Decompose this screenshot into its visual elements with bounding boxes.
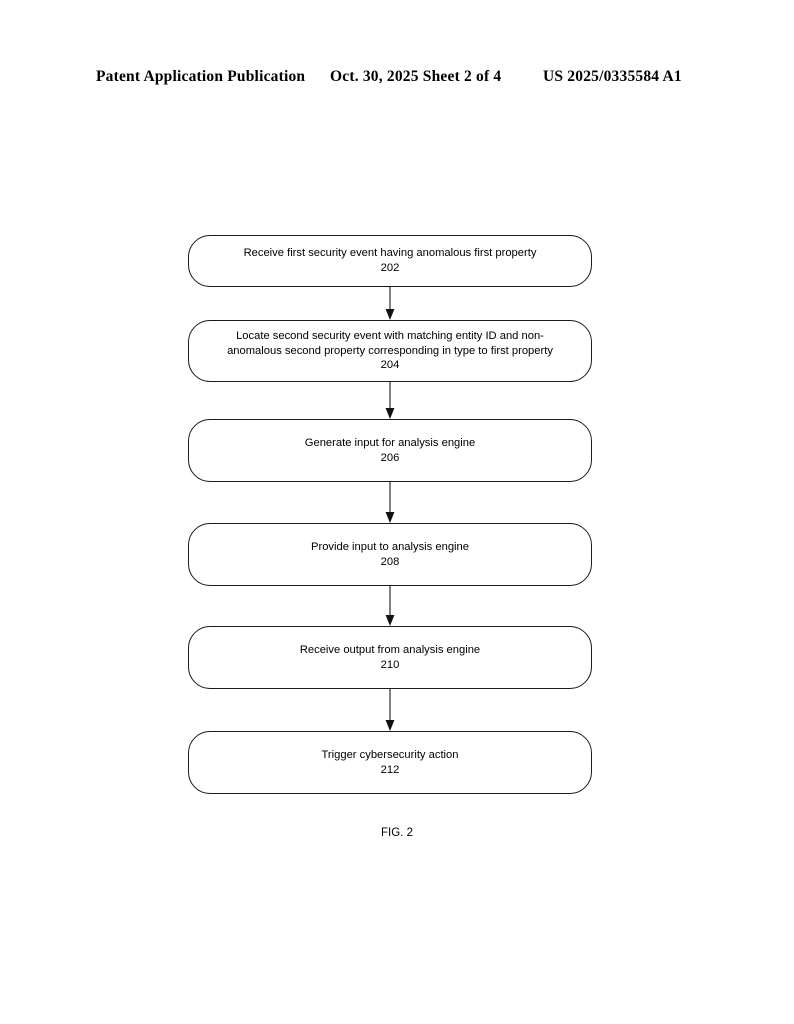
node-208-number: 208 [380,555,400,568]
arrow-down-icon [385,287,395,320]
connector-208-210 [188,586,592,626]
connector-210-212 [188,689,592,731]
node-208-text: Provide input to analysis engine [311,540,469,553]
publication-number: US 2025/0335584 A1 [543,68,682,85]
arrow-down-icon [385,689,395,731]
figure-caption: FIG. 2 [381,827,413,839]
arrow-down-icon [385,586,395,626]
node-210-text: Receive output from analysis engine [299,643,481,656]
node-204-number: 204 [380,359,400,372]
node-212-text: Trigger cybersecurity action [321,748,459,761]
node-206-number: 206 [380,451,400,464]
node-212-number: 212 [380,763,400,776]
flowchart-node-208: Provide input to analysis engine 208 [188,523,592,586]
node-210-number: 210 [380,658,400,671]
connector-204-206 [188,382,592,419]
flowchart-node-206: Generate input for analysis engine 206 [188,419,592,482]
flowchart-node-212: Trigger cybersecurity action 212 [188,731,592,794]
flowchart: Receive first security event having anom… [188,235,592,794]
node-202-number: 202 [380,262,400,274]
node-204-text: Locate second security event with matchi… [227,330,553,357]
connector-202-204 [188,287,592,320]
flowchart-node-202: Receive first security event having anom… [188,235,592,287]
flowchart-node-204: Locate second security event with matchi… [188,320,592,382]
connector-206-208 [188,482,592,523]
node-202-text: Receive first security event having anom… [243,247,537,260]
flowchart-node-210: Receive output from analysis engine 210 [188,626,592,689]
publication-date-sheet: Oct. 30, 2025 Sheet 2 of 4 [330,68,502,85]
publication-label: Patent Application Publication [96,68,306,85]
arrow-down-icon [385,382,395,419]
patent-header: Patent Application Publication Oct. 30, … [0,68,794,92]
arrow-down-icon [385,482,395,523]
node-206-text: Generate input for analysis engine [304,436,476,449]
